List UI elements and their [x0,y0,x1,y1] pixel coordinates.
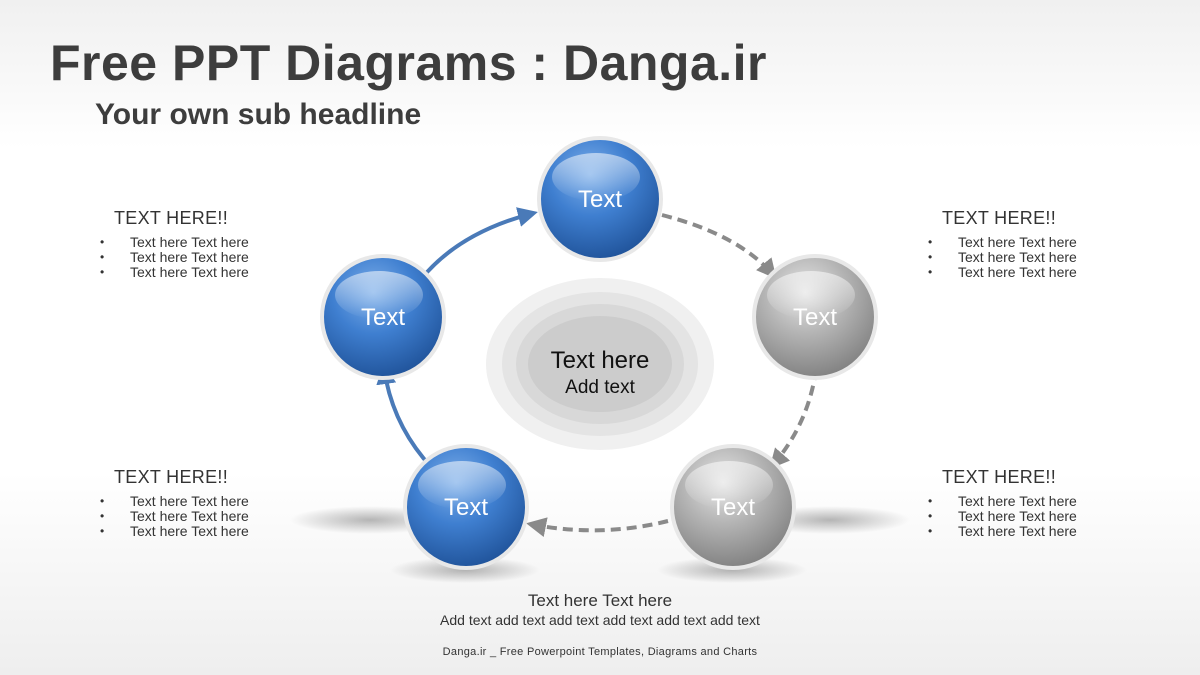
arrow-bottom-right-to-bottom-left [526,517,669,537]
center-title: Text here [551,347,650,374]
note-top-right: TEXT HERE!! Text here Text here Text her… [928,208,1128,280]
note-bottom-right: TEXT HERE!! Text here Text here Text her… [928,467,1128,539]
note-item: Text here Text here [100,235,300,251]
note-item: Text here Text here [100,265,300,281]
cycle-node-bottom-right: Text [670,444,796,570]
arrow-right-to-bottom-right [769,369,818,470]
note-item: Text here Text here [928,250,1128,266]
note-item: Text here Text here [928,524,1128,540]
note-list: Text here Text here Text here Text here … [928,494,1128,540]
node-label: Text [361,304,405,331]
note-item: Text here Text here [928,235,1128,251]
caption-body: Add text add text add text add text add … [440,612,760,628]
note-title: TEXT HERE!! [942,208,1056,228]
center-hub: Text here Add text [486,278,714,450]
note-list: Text here Text here Text here Text here … [100,235,300,281]
arrow-top-to-right [661,213,777,280]
cycle-node-right: Text [752,254,878,380]
note-item: Text here Text here [928,494,1128,510]
note-bottom-left: TEXT HERE!! Text here Text here Text her… [100,467,300,539]
note-title: TEXT HERE!! [114,467,228,487]
node-shadow [657,557,807,583]
note-item: Text here Text here [100,250,300,266]
note-title: TEXT HERE!! [942,467,1056,487]
node-label: Text [444,494,488,521]
page-subtitle: Your own sub headline [95,98,422,131]
note-item: Text here Text here [100,524,300,540]
note-item: Text here Text here [928,265,1128,281]
arrow-left-to-top [420,207,538,280]
cycle-node-bottom-left: Text [403,444,529,570]
note-top-left: TEXT HERE!! Text here Text here Text her… [100,208,300,280]
center-subtitle: Add text [565,377,635,398]
note-item: Text here Text here [100,494,300,510]
note-item: Text here Text here [100,509,300,525]
footer-text: Danga.ir _ Free Powerpoint Templates, Di… [442,646,758,658]
note-title: TEXT HERE!! [114,208,228,228]
page-title: Free PPT Diagrams : Danga.ir [50,35,768,91]
node-label: Text [578,186,622,213]
caption-title: Text here Text here [527,591,673,610]
arrow-bottom-left-to-left [376,364,434,470]
node-label: Text [711,494,755,521]
cycle-node-top: Text [537,136,663,262]
cycle-node-left: Text [320,254,446,380]
note-item: Text here Text here [928,509,1128,525]
bottom-caption: Text here Text here Add text add text ad… [300,591,900,629]
node-shadow [390,557,540,583]
node-label: Text [793,304,837,331]
note-list: Text here Text here Text here Text here … [928,235,1128,281]
note-list: Text here Text here Text here Text here … [100,494,300,540]
